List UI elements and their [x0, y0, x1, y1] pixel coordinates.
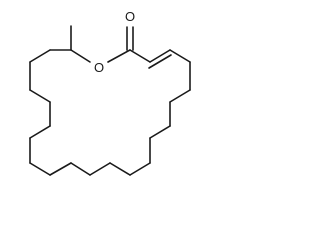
bond-ring-14 [29, 125, 51, 139]
carbonyl-oxygen-label: O [125, 9, 135, 24]
bond-ring-9 [89, 162, 111, 176]
atom-labels: O O [94, 9, 135, 75]
bond-ring-11 [49, 162, 72, 176]
bond-carbonyl-alkene [129, 49, 151, 63]
bonds [29, 25, 191, 176]
bond-ring-8 [109, 162, 131, 176]
ring-oxygen-label: O [94, 60, 104, 75]
bond-ring-1 [169, 49, 191, 63]
bond-c-o-ring-left [70, 49, 91, 63]
bond-ring-5 [149, 125, 171, 139]
bond-ring-3 [169, 89, 191, 103]
bond-ring-12 [29, 162, 51, 176]
bond-ring-7 [129, 162, 151, 176]
bond-ring-16 [29, 89, 51, 103]
bond-ring-10 [70, 162, 91, 176]
bond-ring-18 [29, 49, 51, 63]
molecule-structure: O O [29, 9, 191, 176]
bond-alkene-double-a [149, 49, 171, 63]
bond-o-ring-carbonyl [107, 49, 131, 63]
bond-alkene-double-b [148, 54, 172, 69]
